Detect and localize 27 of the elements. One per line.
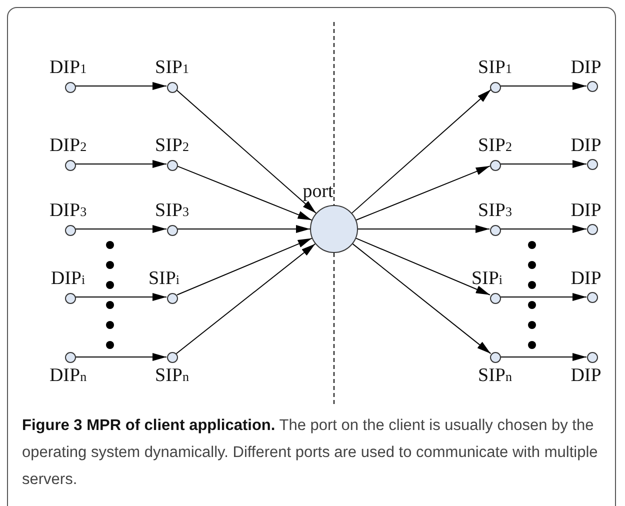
arrow bbox=[356, 238, 490, 296]
address-label: DIP bbox=[570, 134, 602, 156]
arrow bbox=[500, 82, 587, 90]
address-label: DIP bbox=[570, 268, 602, 290]
arrow bbox=[75, 82, 167, 90]
address-label: DIP bbox=[570, 56, 602, 78]
arrow bbox=[500, 353, 587, 361]
arrow bbox=[176, 89, 316, 214]
arrow bbox=[500, 293, 587, 301]
arrow bbox=[176, 243, 316, 354]
port-label: port bbox=[302, 181, 334, 203]
arrow bbox=[75, 160, 167, 168]
arrow bbox=[177, 225, 310, 233]
arrow bbox=[176, 238, 312, 296]
arrow bbox=[356, 166, 490, 221]
arrow bbox=[75, 293, 167, 301]
arrow bbox=[75, 353, 167, 361]
arrow bbox=[352, 243, 492, 354]
arrow bbox=[176, 166, 312, 221]
arrow bbox=[351, 89, 492, 214]
address-label: DIP bbox=[570, 200, 602, 222]
arrow bbox=[75, 225, 167, 233]
address-label: DIP bbox=[570, 364, 602, 386]
figure-caption: Figure 3 MPR of client application. The port on the client is usually chosen by the operating system dynamically. Different ports are used to communicate with multiple servers. bbox=[22, 416, 599, 490]
arrow bbox=[500, 160, 587, 168]
arrow bbox=[358, 225, 490, 233]
arrow bbox=[500, 225, 587, 233]
